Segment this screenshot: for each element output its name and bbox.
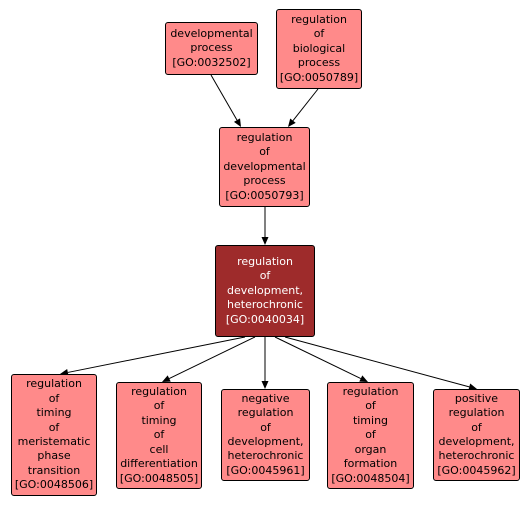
node-label-line: of [259,145,270,159]
node-label-line: heterochronic [227,298,303,312]
node-label-line: phase [37,449,71,463]
node-label-line: development, [226,283,304,297]
node-label-line: development, [438,435,515,448]
node-label-line: of [471,420,482,434]
node-label-line: developmental [223,159,306,173]
node-label-line: development, [227,435,304,448]
node-label-line: [GO:0050789] [279,70,359,84]
arrowhead-icon [468,383,477,391]
node-label-line: heterochronic [227,449,304,463]
node-label-line: [GO:0050793] [225,188,304,202]
node-label-line: [GO:0040034] [225,312,305,326]
arrowhead-icon [233,118,241,127]
node-label-line: regulation [237,254,293,268]
arrowhead-icon [261,237,269,245]
node-label-line: regulation [237,406,294,420]
node-label-line: heterochronic [438,449,515,463]
node-label-line: cell [149,442,169,456]
node-label-line: negative [241,391,290,405]
node-label-line: of [260,420,271,434]
node-label-line: of [153,428,165,442]
edge-GO0040034-to-GO0048505 [168,336,256,379]
node-label-line: [GO:0032502] [172,55,251,69]
node-label-line: organ [354,442,387,456]
arrowhead-icon [359,375,368,382]
node-label-line: [GO:0048506] [14,478,94,492]
node-label-line: [GO:0045961] [226,463,305,477]
node-label-line: regulation [291,12,347,26]
arrowhead-icon [288,118,296,127]
edge-GO0040034-to-GO0048504 [274,336,362,379]
node-label-line: timing [36,406,72,420]
node-label-line: regulation [448,406,505,420]
node-label-line: formation [343,457,398,471]
node-label-line: regulation [131,385,187,399]
node-label-line: of [259,269,271,283]
edge-GO0032502-to-GO0050793 [210,74,238,121]
node-label-line: [GO:0048505] [119,471,199,485]
node-label-line: positive [454,391,499,405]
node-label-line: developmental [170,26,253,40]
edge-GO0040034-to-GO0045962 [284,336,470,388]
node-label-line: transition [27,463,81,477]
node-label-line: timing [352,413,389,427]
node-label-line: process [243,174,286,188]
node-label-line: of [48,420,60,434]
arrowhead-icon [162,375,171,382]
edge-GO0050789-to-GO0050793 [292,88,319,122]
node-label-line: [GO:0048504] [331,471,410,485]
node-label-line: of [313,27,325,41]
node-label-line: regulation [342,385,399,399]
node-label-line: timing [141,413,177,427]
node-label-line: of [365,428,376,442]
node-label-line: [GO:0045962] [437,463,516,477]
node-label-line: of [48,391,60,405]
node-label-line: of [153,399,165,413]
node-label-line: differentiation [120,457,198,471]
node-label-line: biological [292,41,346,55]
arrowhead-icon [261,381,269,389]
node-label-line: process [190,41,233,55]
node-label-line: regulation [236,130,293,144]
edge-GO0040034-to-GO0048506 [67,336,246,373]
node-label-line: of [365,399,376,413]
node-label-line: meristematic [17,435,91,448]
node-label-line: process [297,56,341,70]
node-label-line: regulation [26,377,82,391]
